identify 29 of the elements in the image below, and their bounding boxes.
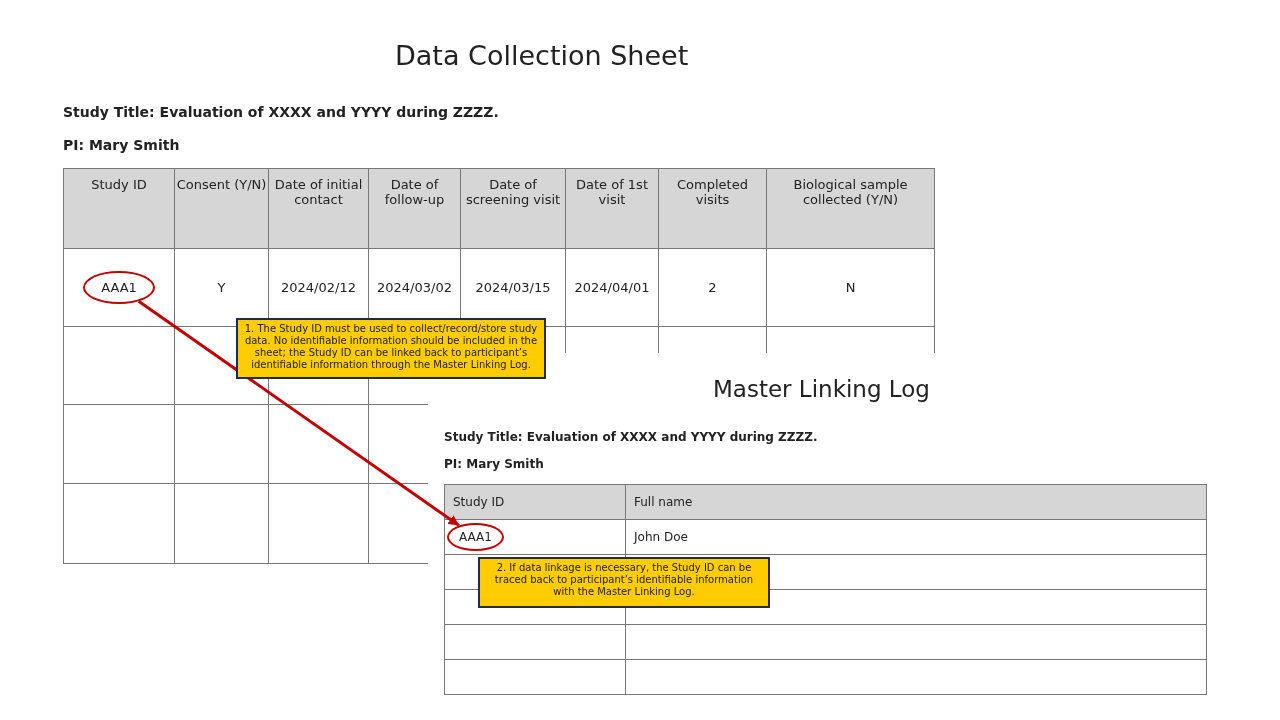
page-title: Data Collection Sheet: [395, 40, 689, 71]
column-header: Study ID: [453, 495, 505, 509]
highlight-ellipse: AAA1: [447, 523, 504, 551]
section-title: Master Linking Log: [713, 376, 930, 402]
column-header: Consent (Y/N): [176, 177, 267, 192]
table-value: 2024/02/12: [281, 280, 356, 295]
column-header: Date of follow-up: [383, 177, 446, 207]
column-header: Study ID: [91, 177, 147, 192]
study-title-text: Study Title: Evaluation of XXXX and YYYY during ZZZZ.: [444, 430, 818, 444]
table-value: 2024/03/15: [475, 280, 551, 295]
highlight-ellipse: AAA1: [83, 271, 155, 304]
column-header: Completed visits: [676, 177, 749, 207]
column-header: Biological sample collected (Y/N): [792, 177, 909, 207]
pi-text: PI: Mary Smith: [63, 137, 180, 153]
pi-text: PI: Mary Smith: [444, 457, 544, 471]
table-value: John Doe: [634, 530, 688, 544]
callout-note: 2. If data linkage is necessary, the Study ID can be traced back to participant’s identifiable information with the Master Linking Log.: [478, 557, 770, 608]
callout-note: 1. The Study ID must be used to collect/record/store study data. No identifiable information should be included in the sheet; the Study ID can be linked back to participant’s identifiable information through the Master Linking Log.: [236, 318, 546, 379]
table-value: 2: [708, 280, 717, 295]
column-header: Full name: [634, 495, 693, 509]
column-header: Date of 1st visit: [575, 177, 649, 207]
column-header: Date of screening visit: [464, 177, 562, 207]
column-header: Date of initial contact: [273, 177, 364, 207]
table-value: 2024/03/02: [377, 280, 452, 295]
table-value: Y: [217, 280, 226, 295]
study-title-text: Study Title: Evaluation of XXXX and YYYY during ZZZZ.: [63, 104, 499, 120]
table-value: 2024/04/01: [574, 280, 650, 295]
arrow: [137, 300, 460, 527]
table-value: N: [845, 280, 856, 295]
